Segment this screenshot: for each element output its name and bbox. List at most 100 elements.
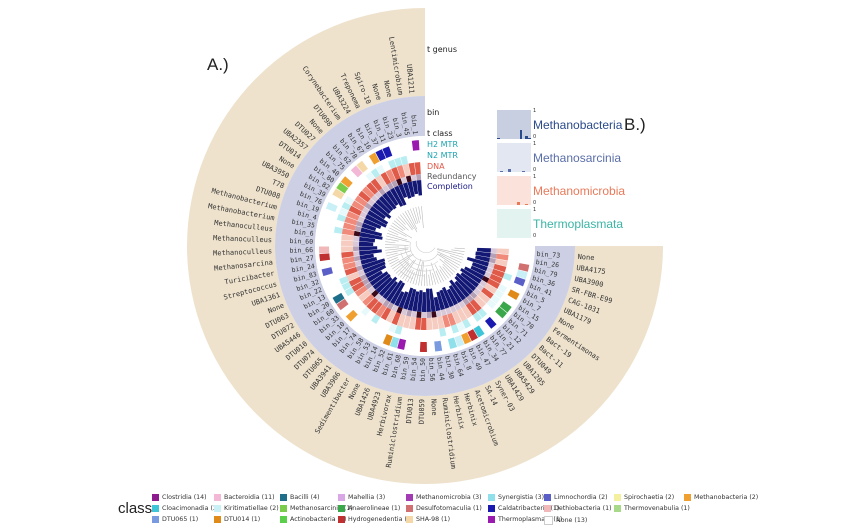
tree-branch bbox=[389, 227, 407, 237]
class-cell bbox=[382, 334, 393, 346]
class-cell bbox=[319, 246, 330, 254]
class-cell bbox=[350, 165, 363, 178]
legend-label: Bacilli (4) bbox=[290, 494, 320, 501]
h2-mtr-cell bbox=[336, 213, 347, 222]
class-cell bbox=[389, 336, 400, 349]
redundancy-cell bbox=[396, 178, 403, 186]
redundancy-cell bbox=[353, 246, 360, 252]
tree-branch bbox=[409, 208, 417, 225]
redundancy-cell bbox=[364, 202, 373, 210]
legend-item: DTU014 (1) bbox=[214, 516, 260, 523]
completion-bar bbox=[471, 262, 488, 272]
h2-mtr-cell bbox=[338, 207, 349, 217]
redundancy-cell bbox=[431, 311, 437, 318]
legend-swatch bbox=[280, 494, 287, 501]
legend-label: Thermovenabulia (1) bbox=[624, 505, 690, 512]
legend-label: Bacteroidia (11) bbox=[224, 494, 275, 501]
dna-cell bbox=[348, 205, 362, 216]
legend-swatch bbox=[152, 505, 159, 512]
h2-mtr-cell bbox=[336, 270, 347, 279]
class-cell bbox=[323, 209, 336, 219]
tree-branch bbox=[385, 241, 396, 244]
completion-bar bbox=[446, 288, 459, 306]
tree-branch bbox=[437, 253, 459, 269]
heatmap-tick-bottom: 0 bbox=[533, 233, 537, 239]
dna-cell bbox=[414, 317, 422, 330]
redundancy-cell bbox=[454, 303, 462, 311]
genus-label: DTU059 bbox=[418, 399, 426, 424]
heatmap-row-label: Thermoplasmata bbox=[533, 217, 624, 231]
class-cell bbox=[319, 238, 330, 246]
h2-mtr-cell bbox=[472, 311, 483, 322]
completion-bar bbox=[359, 253, 374, 261]
h2-mtr-cell bbox=[450, 324, 460, 334]
completion-bar bbox=[369, 206, 386, 220]
redundancy-cell bbox=[359, 211, 368, 219]
legend-item: Spirochaetia (2) bbox=[614, 494, 674, 501]
tree-branch bbox=[421, 206, 424, 229]
h2-mtr-cell bbox=[351, 185, 362, 196]
dna-cell bbox=[469, 299, 482, 312]
tree-branch bbox=[451, 249, 465, 253]
dna-cell bbox=[344, 266, 358, 276]
class-cell bbox=[362, 156, 374, 169]
tree-branch bbox=[390, 225, 413, 239]
tree-arc bbox=[398, 260, 426, 277]
class-cell bbox=[325, 201, 338, 212]
h2-mtr-cell bbox=[371, 314, 381, 324]
tree-branch bbox=[387, 232, 408, 241]
completion-bar bbox=[359, 236, 376, 243]
dna-cell bbox=[341, 240, 354, 246]
redundancy-cell bbox=[484, 271, 492, 279]
dna-cell bbox=[447, 312, 457, 326]
completion-bar bbox=[382, 192, 397, 210]
heatmap-tick-bottom: 0 bbox=[533, 134, 537, 140]
redundancy-cell bbox=[353, 251, 360, 257]
tree-branch bbox=[432, 272, 437, 285]
redundancy-cell bbox=[411, 310, 417, 318]
tree-branch bbox=[430, 262, 439, 284]
ring-label-redundancy: Redundancy bbox=[427, 172, 477, 181]
heatmap-tick-bottom: 0 bbox=[533, 200, 537, 206]
legend-label: Hydrogenedentia (1) bbox=[348, 516, 414, 523]
class-cell bbox=[397, 338, 407, 350]
h2-mtr-cell bbox=[334, 258, 343, 266]
class-cell bbox=[323, 273, 336, 284]
heatmap-tick-top: 1 bbox=[533, 207, 537, 213]
completion-bar bbox=[359, 241, 374, 246]
redundancy-cell bbox=[378, 188, 386, 196]
redundancy-cell bbox=[473, 287, 481, 296]
legend-swatch bbox=[614, 494, 621, 501]
heatmap-row-background bbox=[497, 110, 531, 139]
heatmap-bar bbox=[516, 202, 520, 205]
legend-label: Anaerolineae (1) bbox=[348, 505, 401, 512]
h2-mtr-cell bbox=[394, 325, 403, 335]
h2-mtr-cell bbox=[376, 317, 386, 328]
tree-branch bbox=[385, 238, 399, 242]
tree-branch bbox=[397, 216, 406, 225]
redundancy-cell bbox=[359, 274, 368, 281]
class-cell bbox=[326, 280, 338, 291]
dna-cell bbox=[408, 162, 416, 176]
completion-bar bbox=[372, 202, 392, 219]
h2-mtr-cell bbox=[462, 318, 472, 329]
genus-label: None bbox=[577, 253, 594, 262]
completion-bar bbox=[417, 290, 423, 312]
dna-cell bbox=[354, 195, 368, 207]
class-legend: class Clostridia (14)Bacteroidia (11)Bac… bbox=[118, 494, 838, 528]
legend-label: None (13) bbox=[556, 517, 588, 524]
legend-swatch bbox=[488, 505, 495, 512]
tree-branch bbox=[397, 262, 410, 276]
dna-cell bbox=[456, 308, 468, 322]
heatmap-bar bbox=[525, 136, 529, 139]
class-cell bbox=[320, 223, 332, 233]
dna-cell bbox=[386, 309, 396, 323]
completion-bar bbox=[416, 180, 423, 196]
dna-cell bbox=[489, 273, 503, 284]
class-cell bbox=[332, 188, 345, 200]
tree-branch bbox=[418, 261, 423, 286]
class-cell bbox=[484, 316, 497, 329]
completion-bar bbox=[378, 195, 394, 212]
completion-bar bbox=[429, 288, 436, 312]
